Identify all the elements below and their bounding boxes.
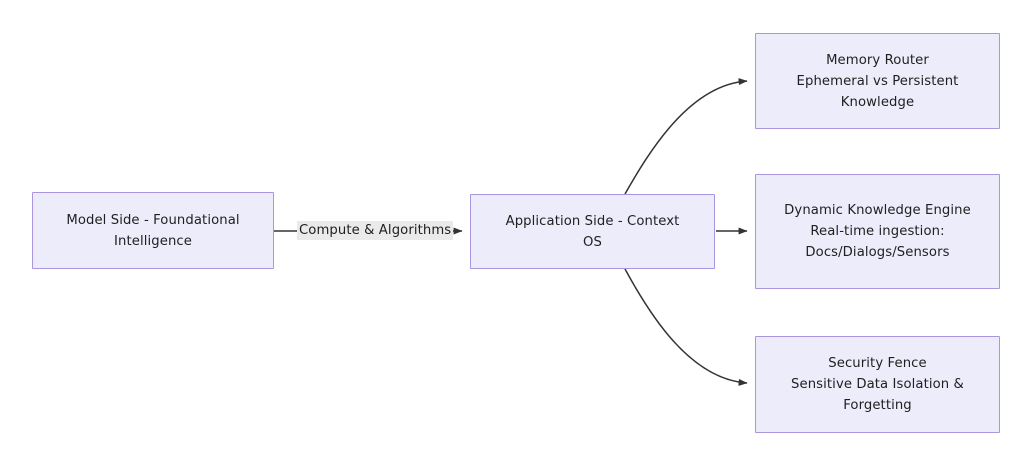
node-context-os-label: Application Side - Context OS <box>505 213 680 250</box>
node-dynamic-knowledge-engine-label: Dynamic Knowledge Engine Real-time inges… <box>784 203 971 260</box>
node-model-side[interactable]: Model Side - Foundational Intelligence <box>32 192 274 269</box>
node-dynamic-knowledge-engine[interactable]: Dynamic Knowledge Engine Real-time inges… <box>755 174 1000 289</box>
node-context-os[interactable]: Application Side - Context OS <box>470 194 715 269</box>
node-security-fence[interactable]: Security Fence Sensitive Data Isolation … <box>755 336 1000 433</box>
node-security-fence-label: Security Fence Sensitive Data Isolation … <box>791 356 964 413</box>
edge-context-to-memory <box>624 78 748 195</box>
node-memory-router-label: Memory Router Ephemeral vs Persistent Kn… <box>796 52 959 110</box>
node-memory-router[interactable]: Memory Router Ephemeral vs Persistent Kn… <box>755 33 1000 129</box>
node-model-side-label: Model Side - Foundational Intelligence <box>66 212 240 249</box>
edge-label-compute-algorithms: Compute & Algorithms <box>297 221 454 240</box>
edge-context-to-security <box>624 268 748 386</box>
